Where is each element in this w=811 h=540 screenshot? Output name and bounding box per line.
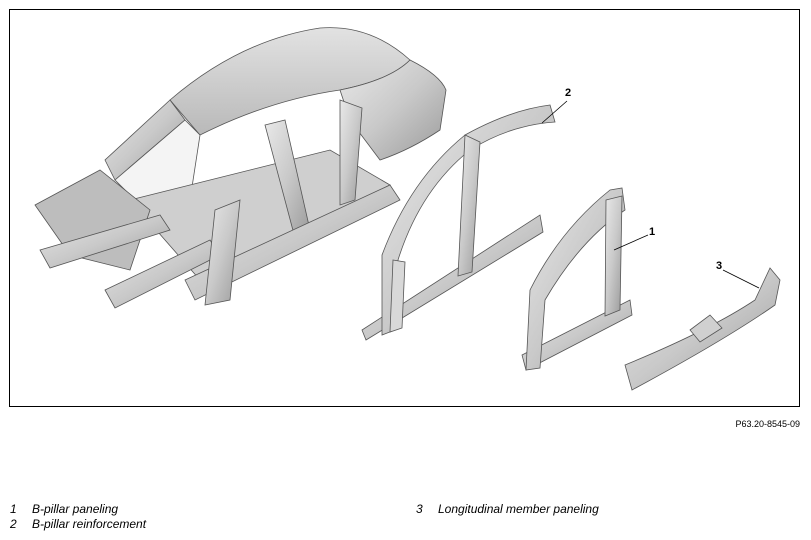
legend-number: 2	[10, 517, 17, 531]
longitudinal-member-paneling-part	[624, 267, 781, 391]
b-pillar-paneling-part	[521, 187, 633, 371]
body-shell-illustration	[34, 27, 781, 391]
figure-reference: P63.20-8545-09	[735, 419, 800, 429]
illustration-frame: 2 1 3	[9, 9, 800, 407]
legend-number: 1	[10, 502, 17, 516]
legend-number: 3	[416, 502, 423, 516]
legend-item-1: 1 B-pillar paneling	[10, 502, 118, 516]
legend-text: B-pillar paneling	[32, 502, 119, 516]
legend-text: Longitudinal member paneling	[438, 502, 599, 516]
callout-3: 3	[716, 260, 723, 272]
b-pillar-reinforcement-part	[361, 104, 556, 341]
callout-2: 2	[565, 87, 572, 99]
car-body-shell	[34, 27, 447, 309]
legend-item-3: 3 Longitudinal member paneling	[416, 502, 599, 516]
callout-1: 1	[649, 226, 656, 238]
legend-item-2: 2 B-pillar reinforcement	[10, 517, 146, 531]
leader-lines	[541, 100, 760, 289]
legend-text: B-pillar reinforcement	[32, 517, 147, 531]
